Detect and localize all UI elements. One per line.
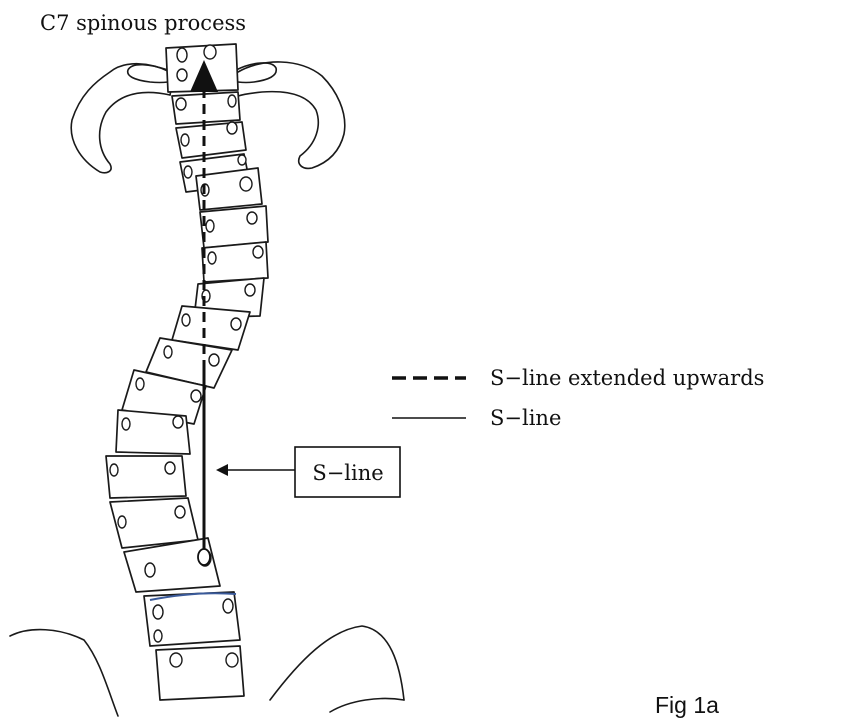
legend-label-dashed: S−line extended upwards xyxy=(490,366,764,390)
vertebra xyxy=(106,456,186,498)
figure-caption: Fig 1a xyxy=(655,692,719,718)
legend-label-solid: S−line xyxy=(490,406,561,430)
vertebral-column xyxy=(106,44,268,700)
vertebra xyxy=(196,168,262,210)
left-clavicle xyxy=(71,64,171,173)
vertebra xyxy=(200,206,268,248)
vertebra xyxy=(156,646,244,700)
vertebra xyxy=(176,122,246,158)
callout-arrowhead xyxy=(216,464,228,476)
vertebra xyxy=(144,592,240,646)
s-line-anchor-point xyxy=(198,549,210,565)
vertebra xyxy=(110,498,198,548)
right-clavicle xyxy=(238,62,345,168)
vertebra xyxy=(202,242,268,282)
callout-label: S−line xyxy=(312,461,383,485)
vertebra xyxy=(116,410,190,454)
legend: S−line extended upwards S−line xyxy=(392,366,764,430)
vertebra xyxy=(172,92,240,124)
s-line-callout: S−line xyxy=(216,447,400,497)
c7-spinous-process-label: C7 spinous process xyxy=(40,11,246,35)
